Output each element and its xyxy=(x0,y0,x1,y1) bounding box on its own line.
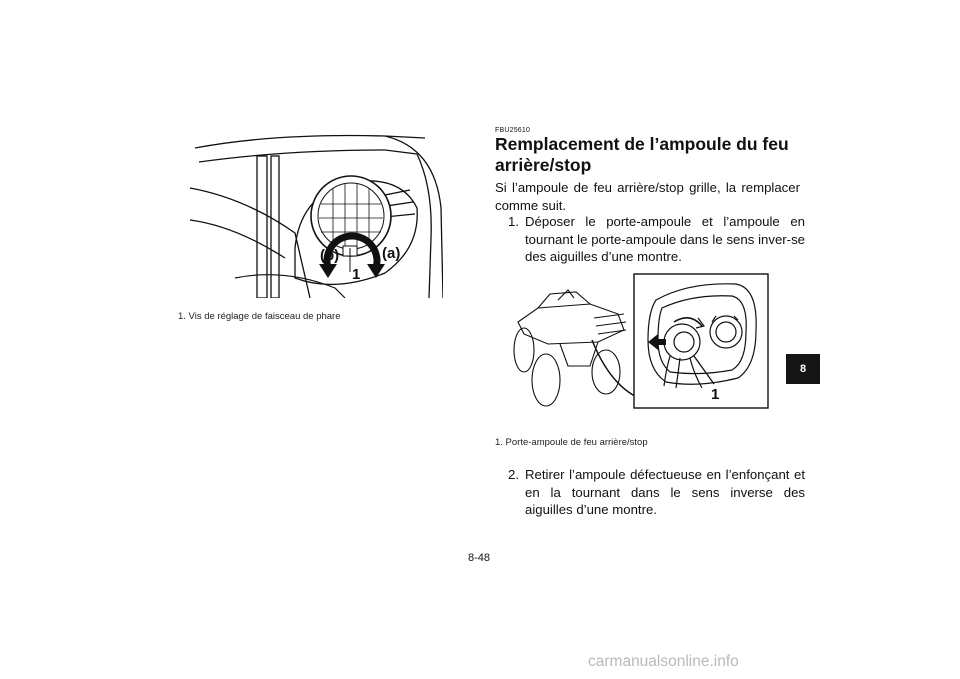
section-code: FBU25610 xyxy=(495,127,531,134)
watermark: carmanualsonline.info xyxy=(588,653,739,670)
intro-paragraph: Si l’ampoule de feu arrière/stop grille,… xyxy=(495,180,800,213)
label-b: (b) xyxy=(320,247,340,264)
step-2-number: 2. xyxy=(508,467,519,482)
label-a: (a) xyxy=(382,245,401,262)
step-1-number: 1. xyxy=(508,214,519,229)
step-2-text: Retirer l’ampoule défectueuse en l’enfon… xyxy=(525,467,805,517)
figure-left-caption: 1. Vis de réglage de faisceau de phare xyxy=(178,311,341,322)
headlight-adjust-illustration xyxy=(189,134,443,298)
section-title-line2: arrière/stop xyxy=(495,155,592,175)
step-2: 2. Retirer l’ampoule défectueuse en l’en… xyxy=(495,466,805,519)
chapter-tab: 8 xyxy=(786,354,820,384)
callout-1-left: 1 xyxy=(352,266,361,283)
section-title-line1: Remplacement de l’ampoule du feu xyxy=(495,134,789,154)
figure-right-caption: 1. Porte-ampoule de feu arrière/stop xyxy=(495,437,648,448)
step-1: 1. Déposer le porte-ampoule et l’ampoule… xyxy=(495,213,805,266)
section-title: Remplacement de l’ampoule du feu arrière… xyxy=(495,134,795,176)
callout-1-right: 1 xyxy=(711,386,720,403)
step-1-text: Déposer le porte-ampoule et l’ampoule en… xyxy=(525,214,805,264)
page-number: 8-48 xyxy=(468,552,491,564)
tail-light-illustration xyxy=(513,273,769,409)
